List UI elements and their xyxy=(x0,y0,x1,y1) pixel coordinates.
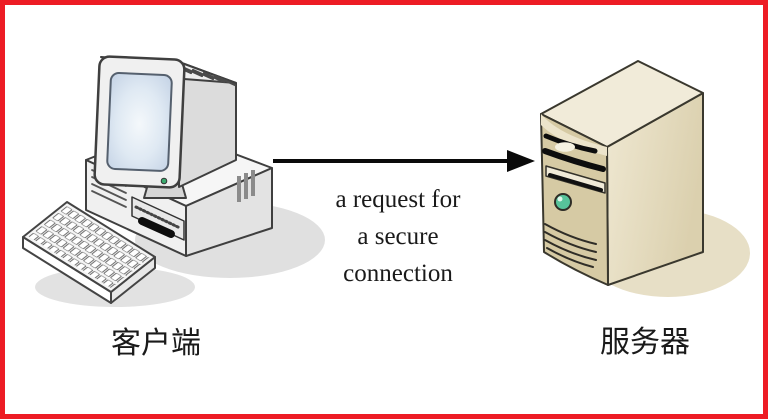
arrowhead-icon xyxy=(507,150,535,172)
crt-monitor xyxy=(93,55,237,199)
server-power-button xyxy=(554,193,572,211)
server-drive-bays xyxy=(542,133,606,194)
case-side-vents xyxy=(237,170,255,202)
server-tower-icon xyxy=(540,60,750,297)
keyboard xyxy=(22,201,156,304)
floppy-drive xyxy=(131,196,185,241)
server-vent-lines xyxy=(544,223,597,268)
server-label: 服务器 xyxy=(600,326,690,359)
power-led xyxy=(160,177,168,185)
client-label: 客户端 xyxy=(111,327,201,360)
arrow-label: a request for a secure connection xyxy=(335,186,461,287)
client-computer-icon xyxy=(22,55,325,307)
request-arrow xyxy=(273,150,535,172)
monitor-screen xyxy=(106,72,173,172)
